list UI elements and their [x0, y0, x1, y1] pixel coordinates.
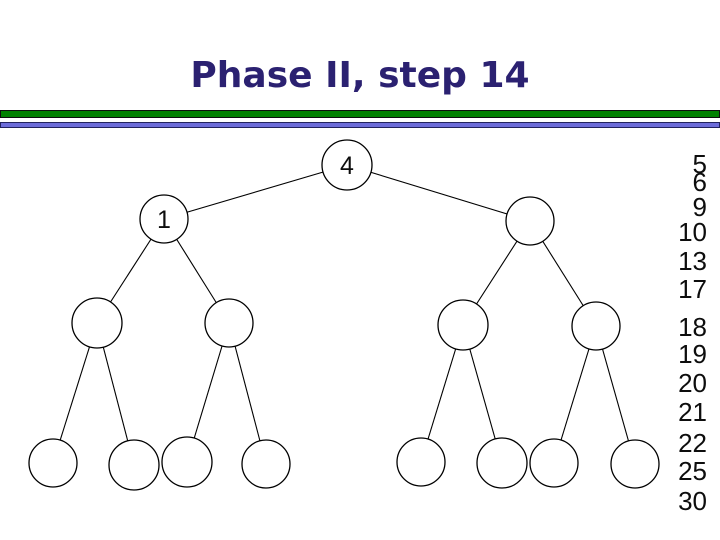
tree-node	[321, 139, 373, 191]
tree-node	[476, 437, 528, 489]
tree-node-label: 4	[340, 152, 354, 180]
tree-node	[529, 438, 579, 488]
tree-node	[161, 436, 213, 488]
tree-node	[204, 298, 254, 348]
tree-node	[139, 194, 189, 244]
tree-node	[241, 439, 291, 489]
tree-node	[437, 299, 489, 351]
tree-edge	[163, 164, 348, 220]
tree-node	[108, 439, 160, 491]
tree-node	[610, 439, 660, 489]
tree-node	[571, 301, 621, 351]
tree-node-label: 1	[157, 206, 171, 234]
tree-node	[28, 438, 78, 488]
tree-node	[396, 437, 446, 487]
tree-edge	[346, 164, 531, 222]
tree-node	[505, 196, 555, 246]
slide-title: Phase II, step 14	[190, 55, 530, 96]
tree-node	[71, 297, 123, 349]
